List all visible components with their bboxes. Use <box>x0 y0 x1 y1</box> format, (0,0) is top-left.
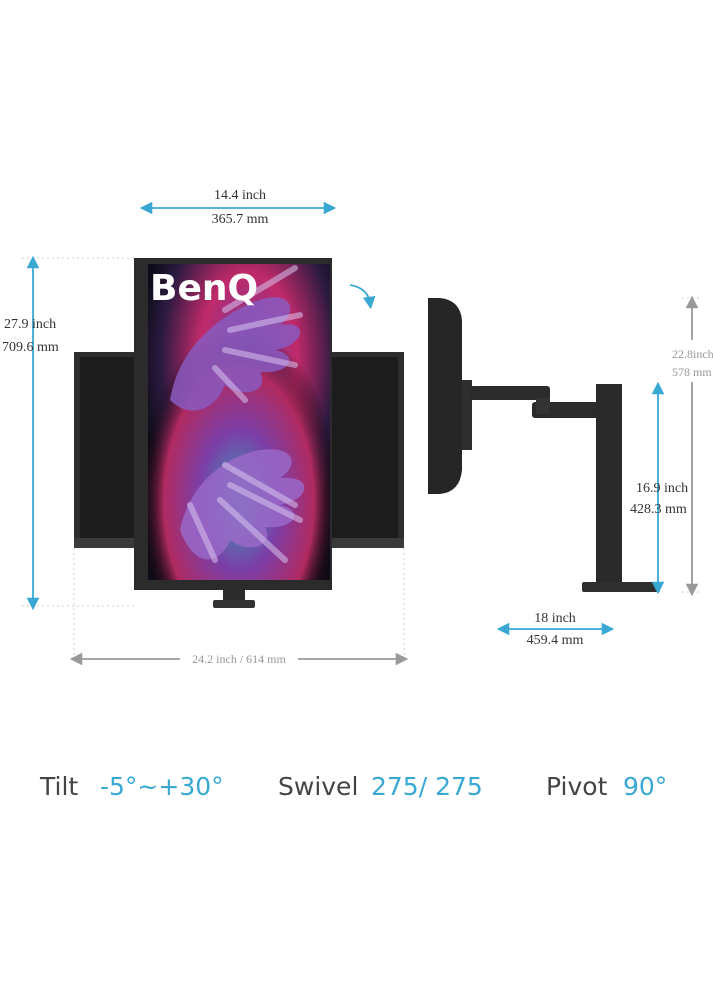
side-view-monitor <box>428 298 660 592</box>
side-min-height-inch-label: 16.9 inch <box>636 481 689 496</box>
swivel-label: Swivel <box>278 772 359 801</box>
width-inch-label: 14.4 inch <box>213 188 267 203</box>
landscape-width-label: 24.2 inch / 614 mm <box>192 652 286 666</box>
dimension-arrows <box>26 201 699 666</box>
height-inch-label: 27.9 inch <box>4 317 57 332</box>
rotate-arrow-icon <box>349 284 376 310</box>
portrait-monitor: BenQ <box>134 258 332 608</box>
adjustment-specs: Tilt -5°~+30° Swivel 275/ 275 Pivot 90° <box>0 772 713 812</box>
depth-inch-label: 18 inch <box>534 611 576 626</box>
side-max-height-mm-label: 578 mm <box>672 365 712 379</box>
tilt-label: Tilt <box>40 772 79 801</box>
pivot-value: 90° <box>623 772 668 801</box>
tilt-value: -5°~+30° <box>100 772 224 801</box>
swivel-value: 275/ 275 <box>371 772 483 801</box>
side-min-height-mm-label: 428.3 mm <box>630 502 687 517</box>
brand-logo: BenQ <box>150 268 258 309</box>
height-mm-label: 709.6 mm <box>2 340 59 355</box>
pivot-label: Pivot <box>546 772 608 801</box>
side-max-height-inch-label: 22.8inch <box>672 347 713 361</box>
width-mm-label: 365.7 mm <box>211 212 269 227</box>
depth-mm-label: 459.4 mm <box>526 633 584 648</box>
